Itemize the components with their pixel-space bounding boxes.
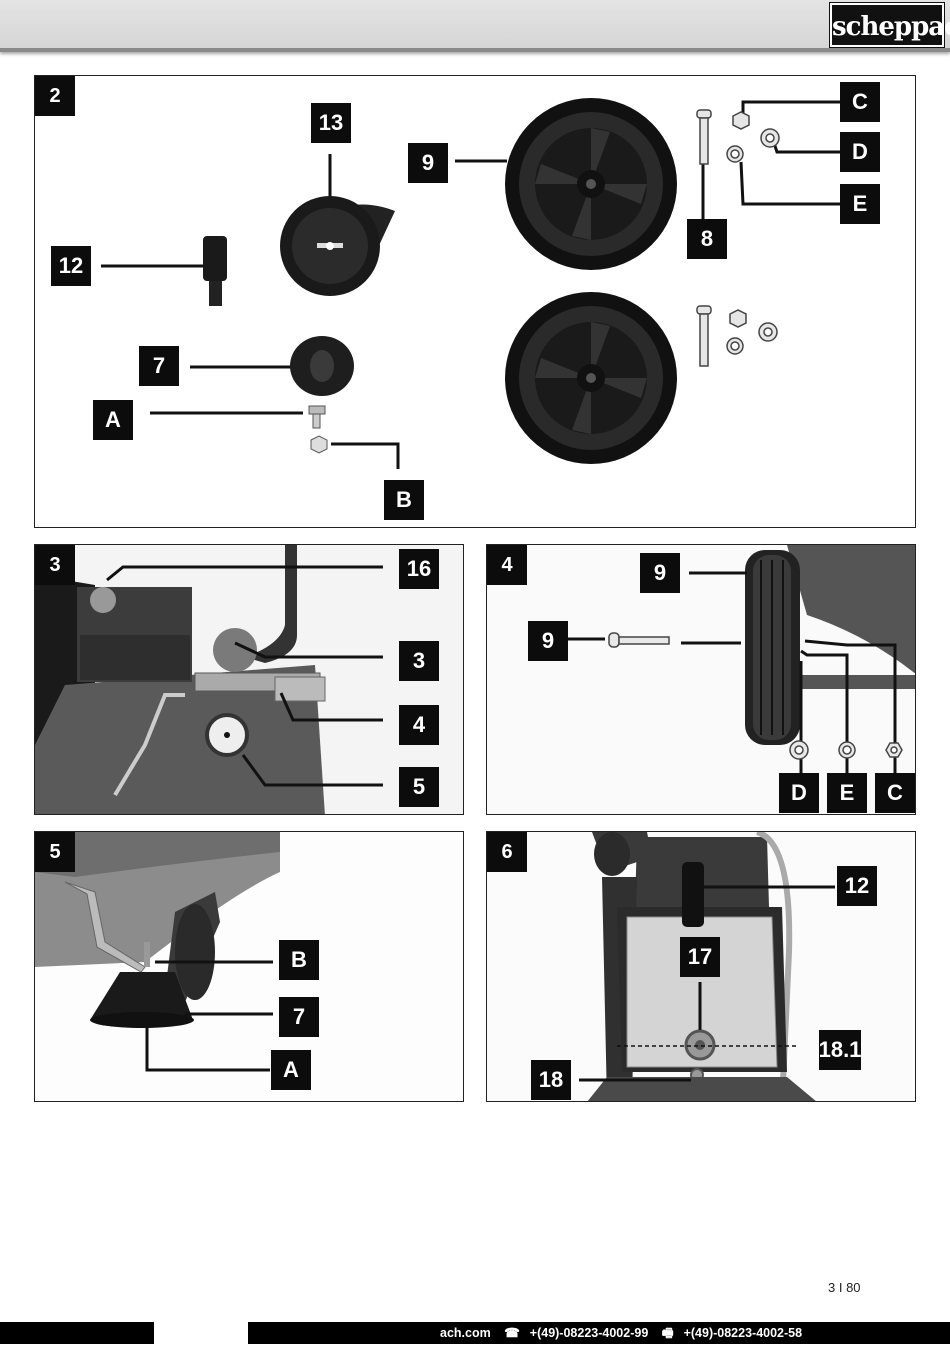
callout-D: D xyxy=(840,132,880,172)
callout-7: 7 xyxy=(139,346,179,386)
callout-9-axle: 9 xyxy=(528,621,568,661)
figure-6-panel: 6 12 17 18.1 18 xyxy=(486,831,916,1102)
callout-18: 18 xyxy=(531,1060,571,1100)
axle-washer-parts xyxy=(608,632,903,760)
callout-9: 9 xyxy=(408,143,448,183)
figure-3-photo xyxy=(35,545,463,814)
air-filter-drawing xyxy=(280,196,395,296)
figure-4-photo xyxy=(487,545,915,814)
footer-contact: ach.com ☎ +(49)-08223-4002-99 🖷 +(49)-0822… xyxy=(440,1322,812,1344)
callout-7: 7 xyxy=(279,997,319,1037)
footer-web: ach.com xyxy=(440,1326,491,1340)
callout-E: E xyxy=(840,184,880,224)
callout-E: E xyxy=(827,773,867,813)
figure-number: 5 xyxy=(35,832,75,872)
axle-parts-drawing xyxy=(696,109,780,367)
callout-C: C xyxy=(840,82,880,122)
callout-3: 3 xyxy=(399,641,439,681)
fax-icon: 🖷 xyxy=(661,1326,674,1340)
figure-5-photo xyxy=(35,832,463,1101)
callout-12: 12 xyxy=(51,246,91,286)
figure-2-panel: 2 13 9 C D E 8 12 7 A B xyxy=(34,75,916,528)
callout-8: 8 xyxy=(687,219,727,259)
callout-D: D xyxy=(779,773,819,813)
callout-B: B xyxy=(279,940,319,980)
wheel-top-drawing xyxy=(505,98,677,270)
bolt-and-nut-drawing xyxy=(308,405,328,454)
callout-13: 13 xyxy=(311,103,351,143)
figure-number: 6 xyxy=(487,832,527,872)
callout-16: 16 xyxy=(399,549,439,589)
callout-C: C xyxy=(875,773,915,813)
figure-6-photo xyxy=(487,832,915,1101)
callout-12: 12 xyxy=(837,866,877,906)
figure-number: 2 xyxy=(35,76,75,116)
callout-B: B xyxy=(384,480,424,520)
callout-17: 17 xyxy=(680,937,720,977)
vent-plug-drawing xyxy=(203,236,227,306)
page-number: 3 I 80 xyxy=(828,1280,861,1295)
callout-A: A xyxy=(271,1050,311,1090)
figure-3-panel: 3 16 3 4 5 xyxy=(34,544,464,815)
callout-4: 4 xyxy=(399,705,439,745)
callout-18-1: 18.1 xyxy=(819,1030,861,1070)
figure-4-panel: 4 9 9 D E C xyxy=(486,544,916,815)
figure-2-illustration xyxy=(101,98,843,469)
phone-icon: ☎ xyxy=(504,1326,520,1340)
callout-A: A xyxy=(93,400,133,440)
figure-number: 3 xyxy=(35,545,75,585)
figure-5-panel: 5 B 7 A xyxy=(34,831,464,1102)
brand-logo: scheppach xyxy=(829,2,950,48)
header-band xyxy=(0,0,950,52)
rubber-foot-drawing xyxy=(290,336,354,396)
footer-phone: +(49)-08223-4002-99 xyxy=(529,1326,649,1340)
footer-bar: ach.com ☎ +(49)-08223-4002-99 🖷 +(49)-0822… xyxy=(0,1322,950,1344)
figure-number: 4 xyxy=(487,545,527,585)
callout-9-wheel: 9 xyxy=(640,553,680,593)
wheel-bottom-drawing xyxy=(505,292,677,464)
callout-5: 5 xyxy=(399,767,439,807)
footer-fax: +(49)-08223-4002-58 xyxy=(683,1326,803,1340)
